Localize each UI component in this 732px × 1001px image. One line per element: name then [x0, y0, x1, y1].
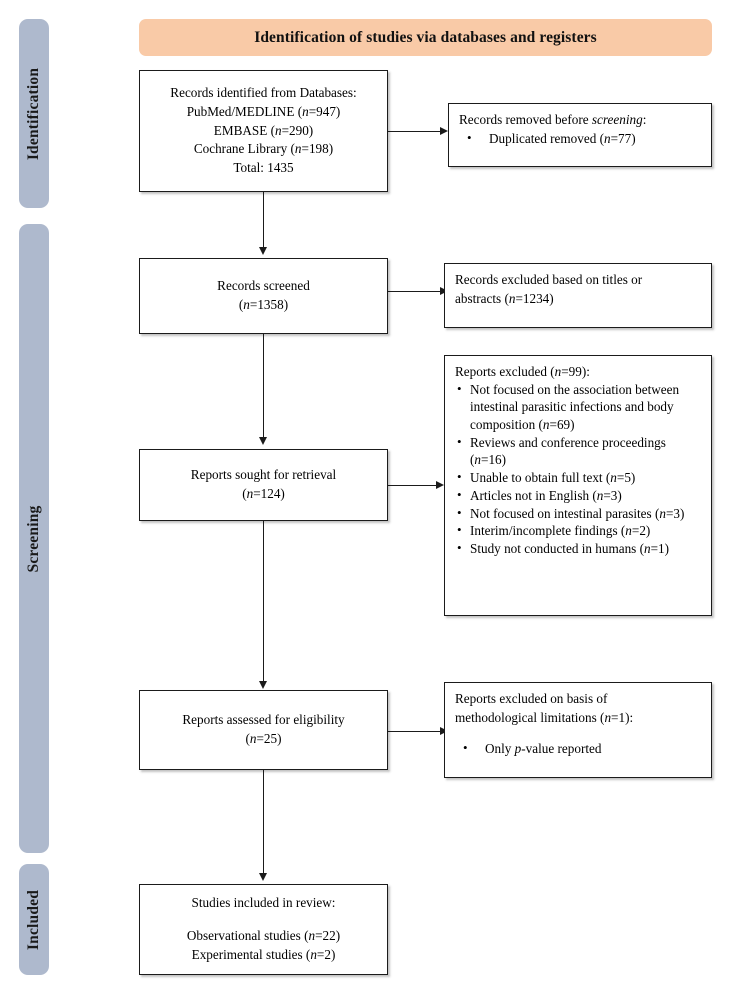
phase-bar-included: Included [19, 864, 49, 975]
p-value-emphasis: p [514, 741, 522, 757]
records-screened-line-2: (n=1358) [238, 297, 289, 312]
reports-sought-line-2: (n=124) [242, 486, 285, 501]
list-item: Reviews and conference proceedings (n=16… [455, 433, 702, 469]
phase-bar-screening: Screening [19, 224, 49, 853]
list-item: Articles not in English (n=3) [455, 486, 702, 505]
list-item: Not focused on the association between i… [455, 380, 702, 434]
arrowhead-sought-to-assessed [258, 681, 267, 689]
box-records-excluded-titles: Records excluded based on titles or abst… [444, 263, 712, 328]
reports-sought-line-1: Reports sought for retrieval [190, 467, 337, 483]
records-removed-bullet-list: Duplicated removed (n=77) [459, 129, 702, 149]
records-identified-line-5: Total: 1435 [233, 160, 294, 176]
connector-identified-to-screened [263, 192, 264, 247]
box-reports-assessed: Reports assessed for eligibility (n=25) [139, 690, 388, 770]
box-records-removed: Records removed before screening: Duplic… [448, 103, 712, 167]
reports-excluded-heading: Reports excluded (n=99): [455, 364, 590, 379]
reports-assessed-line-2: (n=25) [245, 731, 282, 746]
records-removed-heading: Records removed before screening: [459, 111, 702, 130]
phase-label-identification: Identification [25, 67, 42, 160]
list-item: Not focused on intestinal parasites (n=3… [455, 504, 702, 523]
list-item: Interim/incomplete findings (n=2) [455, 521, 702, 540]
studies-included-line-1: Studies included in review: [191, 895, 336, 911]
reports-excluded-bullet-list: Not focused on the association between i… [455, 380, 702, 558]
connector-screened-to-excluded [388, 291, 440, 292]
reports-excluded-method-line-1: Reports excluded on basis of [455, 691, 608, 706]
arrowhead-sought-to-excluded [436, 480, 444, 489]
reports-excluded-method-line-2: methodological limitations (n=1): [455, 709, 634, 725]
phase-bar-identification: Identification [19, 19, 49, 208]
records-screened-line-1: Records screened [217, 278, 310, 294]
connector-screened-to-sought [263, 334, 264, 437]
box-reports-excluded: Reports excluded (n=99): Not focused on … [444, 355, 712, 616]
connector-sought-to-excluded [388, 485, 436, 486]
list-item: Duplicated removed (n=77) [459, 129, 702, 149]
phase-label-included: Included [25, 889, 42, 950]
box-records-screened: Records screened (n=1358) [139, 258, 388, 334]
reports-assessed-line-1: Reports assessed for eligibility [182, 712, 345, 728]
diagram-banner: Identification of studies via databases … [139, 19, 712, 56]
box-reports-sought: Reports sought for retrieval (n=124) [139, 449, 388, 521]
p-value-pre: Only [485, 741, 515, 757]
list-item: Study not conducted in humans (n=1) [455, 539, 702, 558]
studies-included-line-4: Experimental studies (n=2) [191, 946, 336, 962]
records-removed-heading-post: : [642, 112, 647, 127]
phase-label-screening: Screening [25, 505, 42, 572]
records-excluded-titles-line-1: Records excluded based on titles or [455, 272, 643, 287]
box-studies-included: Studies included in review: Observationa… [139, 884, 388, 975]
records-removed-heading-emphasis: screening [591, 112, 643, 127]
connector-assessed-to-included [263, 770, 264, 873]
records-removed-heading-pre: Records removed before [459, 112, 592, 127]
records-identified-line-2: PubMed/MEDLINE (n=947) [186, 103, 341, 119]
connector-identified-to-removed [388, 131, 440, 132]
records-identified-line-4: Cochrane Library (n=198) [193, 141, 334, 157]
arrowhead-screened-to-sought [258, 437, 267, 445]
records-identified-line-3: EMBASE (n=290) [213, 122, 314, 138]
box-reports-excluded-methodological: Reports excluded on basis of methodologi… [444, 682, 712, 778]
box-records-identified: Records identified from Databases: PubMe… [139, 70, 388, 192]
records-identified-line-1: Records identified from Databases: [170, 85, 357, 101]
arrowhead-assessed-to-included [258, 873, 267, 881]
arrowhead-identified-to-removed [440, 126, 448, 135]
connector-sought-to-assessed [263, 521, 264, 681]
banner-title: Identification of studies via databases … [254, 28, 597, 46]
p-value-post: -value reported [521, 741, 602, 757]
list-item: Unable to obtain full text (n=5) [455, 468, 702, 487]
studies-included-line-3: Observational studies (n=22) [186, 928, 341, 944]
arrowhead-identified-to-screened [258, 247, 267, 255]
records-excluded-titles-line-2: abstracts (n=1234) [455, 290, 554, 306]
connector-assessed-to-excluded [388, 731, 440, 732]
reports-excluded-method-bullet-list: Only p-value reported [455, 739, 702, 759]
list-item: Only p-value reported [455, 739, 702, 759]
